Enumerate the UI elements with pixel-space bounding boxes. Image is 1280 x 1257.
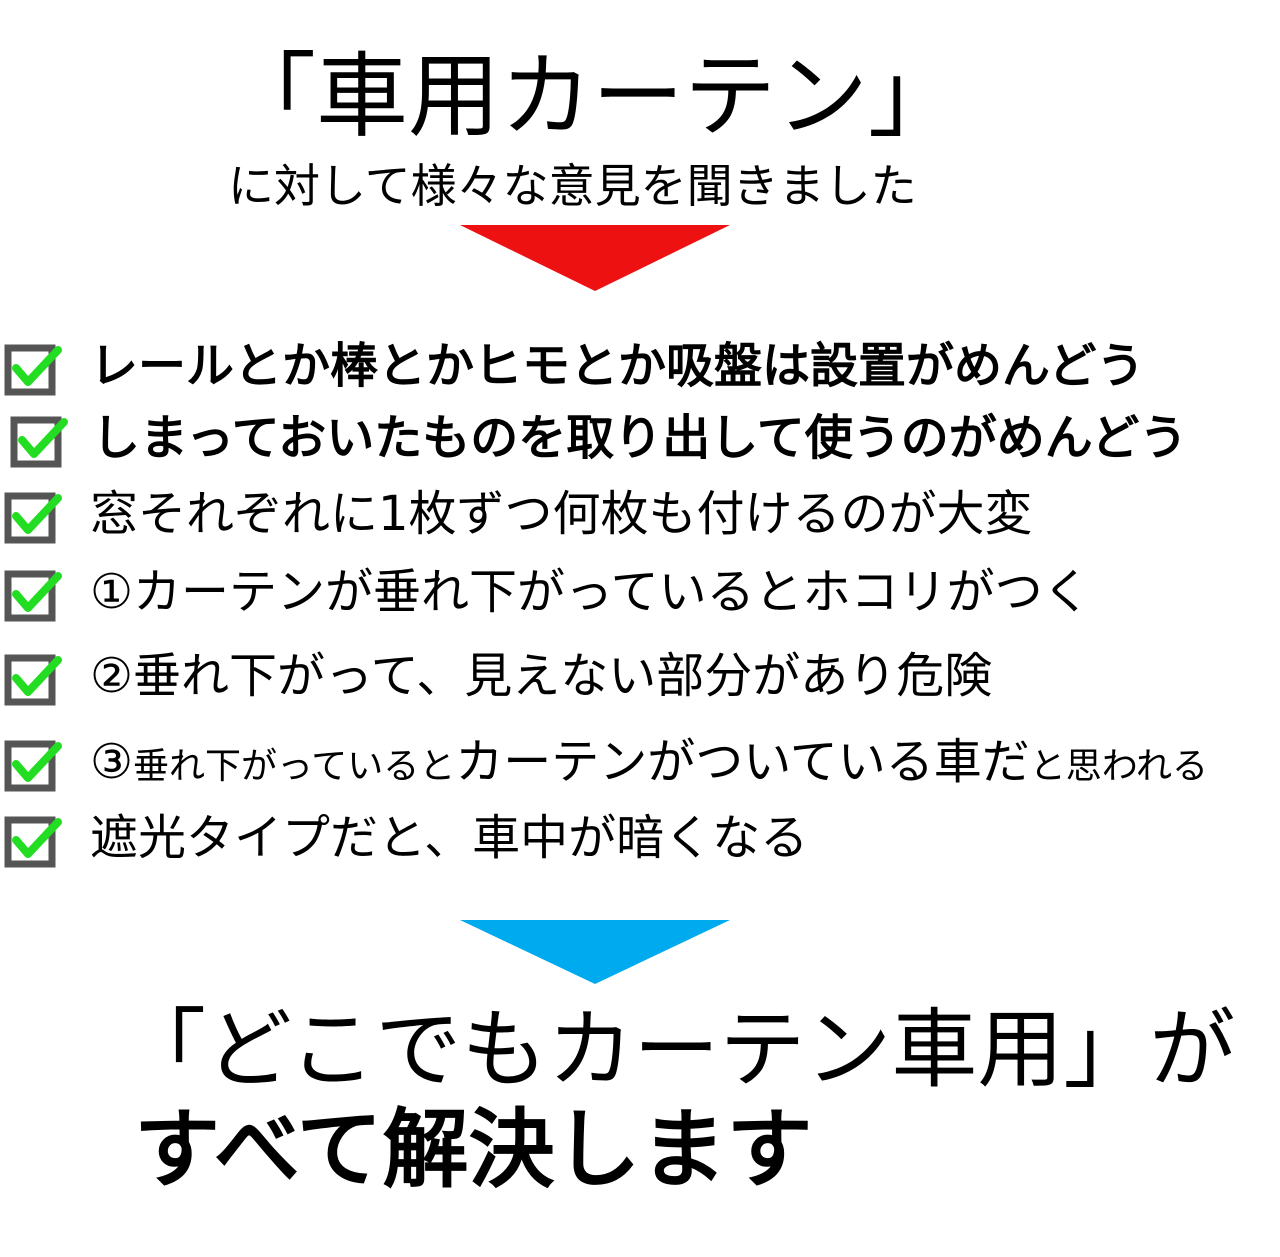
list-item-text: ③垂れ下がっているとカーテンがついている車だと思われる xyxy=(90,730,1208,799)
checkbox-checked-icon xyxy=(4,654,62,706)
list-item-text-small: 垂れ下がっていると xyxy=(133,746,456,787)
list-item-text: 窓それぞれに1枚ずつ何枚も付けるのが大変 xyxy=(90,486,1033,542)
down-arrow-red-icon xyxy=(460,225,730,291)
list-item: 窓それぞれに1枚ずつ何枚も付けるのが大変 xyxy=(0,482,1280,546)
list-item-text: しまっておいたものを取り出して使うのがめんどう xyxy=(92,410,1188,466)
list-item: ③垂れ下がっているとカーテンがついている車だと思われる xyxy=(0,730,1280,794)
page-subtitle: に対して様々な意見を聞きました xyxy=(228,159,917,213)
list-item-text-small: と思われる xyxy=(1029,746,1208,787)
conclusion-line-1: 「どこでもカーテン車用」が xyxy=(120,1000,1236,1100)
list-item: レールとか棒とかヒモとか吸盤は設置がめんどう xyxy=(0,334,1280,398)
conclusion-line-2: すべて解決します xyxy=(134,1100,813,1200)
checkbox-checked-icon xyxy=(4,492,62,544)
list-item-text-large: カーテンがついている車だ xyxy=(455,734,1030,790)
list-item-text: ①カーテンが垂れ下がっているとホコリがつく xyxy=(90,564,1091,620)
checkbox-checked-icon xyxy=(4,816,62,868)
list-item: ①カーテンが垂れ下がっているとホコリがつく xyxy=(0,560,1280,624)
list-item-number: ③ xyxy=(90,734,134,790)
checkbox-checked-icon xyxy=(4,344,62,396)
down-arrow-blue-icon xyxy=(460,920,730,984)
checkbox-checked-icon xyxy=(4,570,62,622)
list-item-text: 遮光タイプだと、車中が暗くなる xyxy=(90,810,809,866)
list-item: しまっておいたものを取り出して使うのがめんどう xyxy=(0,406,1280,470)
page-title: 「車用カーテン」 xyxy=(224,43,961,150)
list-item: 遮光タイプだと、車中が暗くなる xyxy=(0,806,1280,870)
checkbox-checked-icon xyxy=(10,416,68,468)
list-item-text: ②垂れ下がって、見えない部分があり危険 xyxy=(90,648,993,704)
checkbox-checked-icon xyxy=(4,740,62,792)
list-item-text: レールとか棒とかヒモとか吸盤は設置がめんどう xyxy=(90,338,1145,394)
list-item: ②垂れ下がって、見えない部分があり危険 xyxy=(0,644,1280,708)
conclusion: 「どこでもカーテン車用」が すべて解決します xyxy=(120,1000,1235,1200)
